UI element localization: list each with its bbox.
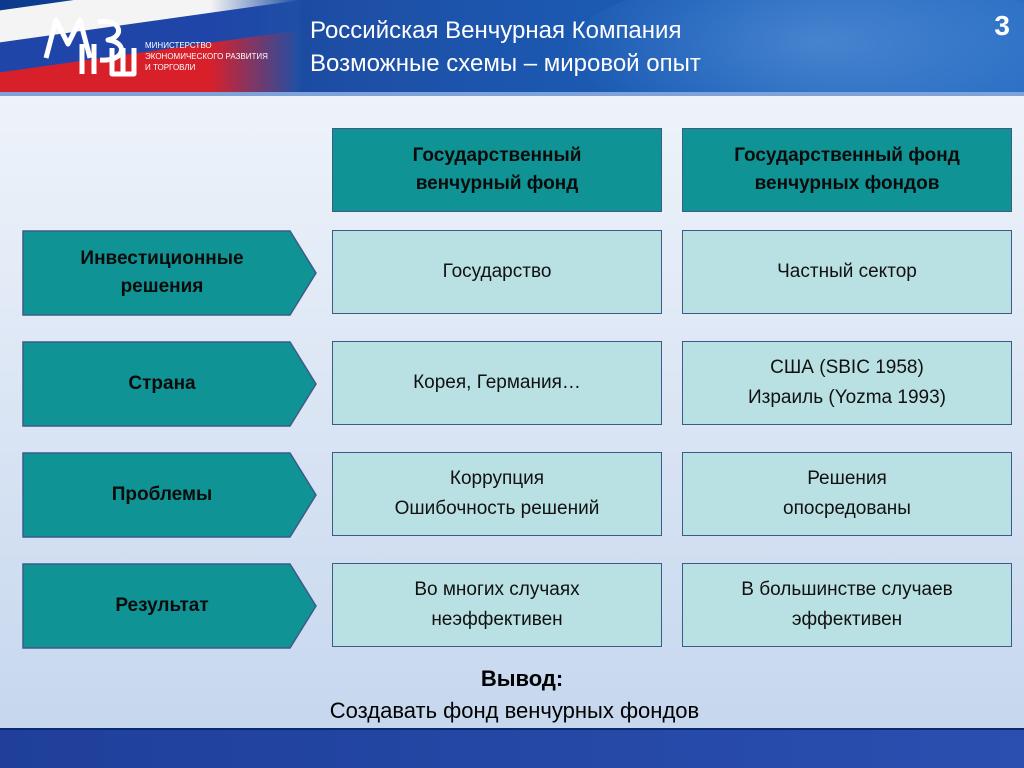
ministry-name-line: МИНИСТЕРСТВО bbox=[145, 41, 212, 50]
cell-text: эффективен bbox=[791, 609, 903, 630]
column-header-line: Государственный фонд bbox=[734, 145, 960, 166]
slide-footer bbox=[0, 730, 1024, 768]
arrow-shape bbox=[22, 452, 317, 538]
row-label-result: Результат bbox=[22, 563, 318, 649]
cell-state-fund-problems: Коррупция Ошибочность решений bbox=[332, 452, 662, 536]
cell-fund-of-funds-decisions: Частный сектор bbox=[682, 230, 1012, 314]
cell-state-fund-country: Корея, Германия… bbox=[332, 341, 662, 425]
arrow-shape bbox=[22, 341, 317, 427]
cell-fund-of-funds-problems: Решения опосредованы bbox=[682, 452, 1012, 536]
cell-text: США (SBIC 1958) bbox=[770, 357, 924, 378]
slide-title-line1: Российская Венчурная Компания bbox=[310, 17, 682, 44]
globe-decoration bbox=[560, 0, 1024, 92]
row-label-line: Инвестиционные bbox=[80, 248, 244, 269]
row-label-country: Страна bbox=[22, 341, 318, 427]
cell-state-fund-decisions: Государство bbox=[332, 230, 662, 314]
cell-text: В большинстве случаев bbox=[741, 579, 953, 600]
column-header-line: Государственный bbox=[412, 145, 582, 166]
conclusion-heading: Вывод: bbox=[480, 666, 564, 691]
slide-header: МИНИСТЕРСТВО ЭКОНОМИЧЕСКОГО РАЗВИТИЯ И Т… bbox=[0, 0, 1024, 92]
conclusion-text: Создавать фонд венчурных фондов bbox=[329, 698, 700, 723]
cell-text: Решения bbox=[807, 468, 887, 489]
ministry-name: МИНИСТЕРСТВО ЭКОНОМИЧЕСКОГО РАЗВИТИЯ И Т… bbox=[145, 40, 268, 73]
column-header-line: венчурных фондов bbox=[754, 173, 940, 194]
footer-divider bbox=[0, 728, 1024, 731]
cell-state-fund-result: Во многих случаях неэффективен bbox=[332, 563, 662, 647]
row-label-line: Проблемы bbox=[111, 484, 213, 505]
ministry-name-line: ЭКОНОМИЧЕСКОГО РАЗВИТИЯ bbox=[145, 52, 268, 61]
arrow-shape bbox=[22, 563, 317, 649]
cell-text: Коррупция bbox=[449, 468, 545, 489]
column-header-line: венчурный фонд bbox=[415, 173, 579, 194]
column-header-state-fund: Государственный венчурный фонд bbox=[332, 128, 662, 212]
cell-text: опосредованы bbox=[783, 498, 911, 519]
column-header-fund-of-funds: Государственный фонд венчурных фондов bbox=[682, 128, 1012, 212]
slide-title: Российская Венчурная Компания Возможные … bbox=[310, 14, 701, 80]
conclusion: Вывод: Создавать фонд венчурных фондов bbox=[0, 663, 1024, 727]
cell-text: Корея, Германия… bbox=[413, 372, 581, 393]
cell-text: Израиль (Yozma 1993) bbox=[748, 387, 946, 408]
cell-text: Ошибочность решений bbox=[394, 498, 600, 519]
ministry-logo bbox=[43, 17, 137, 77]
row-label-line: решения bbox=[120, 276, 204, 297]
flag-banner bbox=[0, 0, 300, 92]
cell-text: Государство bbox=[442, 261, 552, 282]
cell-text: Во многих случаях bbox=[414, 579, 580, 600]
header-divider bbox=[0, 92, 1024, 96]
ministry-name-line: И ТОРГОВЛИ bbox=[145, 63, 196, 72]
row-label-line: Страна bbox=[128, 373, 196, 394]
page-number: 3 bbox=[994, 10, 1010, 41]
cell-text: Частный сектор bbox=[777, 261, 917, 282]
cell-fund-of-funds-result: В большинстве случаев эффективен bbox=[682, 563, 1012, 647]
row-label-line: Результат bbox=[115, 595, 209, 616]
arrow-shape bbox=[22, 230, 317, 316]
cell-fund-of-funds-country: США (SBIC 1958) Израиль (Yozma 1993) bbox=[682, 341, 1012, 425]
slide-title-line2: Возможные схемы – мировой опыт bbox=[310, 50, 701, 77]
row-label-investment-decisions: Инвестиционные решения bbox=[22, 230, 318, 316]
cell-text: неэффективен bbox=[431, 609, 563, 630]
row-label-problems: Проблемы bbox=[22, 452, 318, 538]
